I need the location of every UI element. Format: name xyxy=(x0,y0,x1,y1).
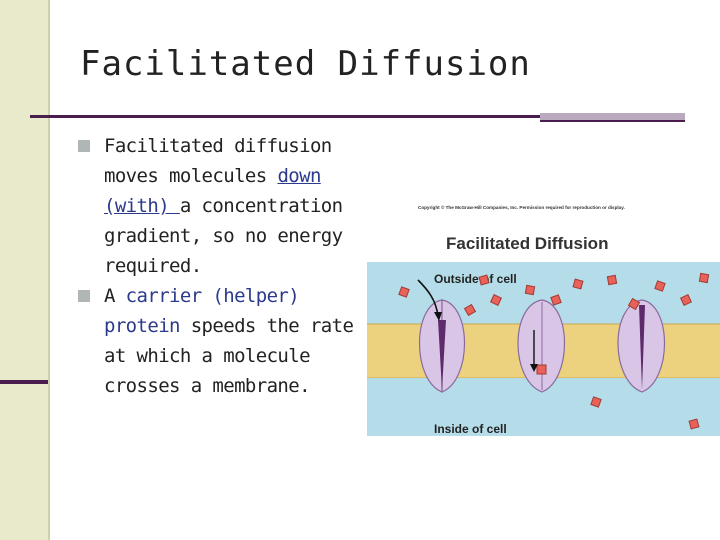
bullet-item-1: Facilitated diffusion moves molecules do… xyxy=(78,131,368,281)
bullet-2-blue-word: protein xyxy=(104,315,180,337)
outside-molecules xyxy=(398,272,710,317)
title-rule-accent xyxy=(540,113,685,120)
slide-body: Facilitated diffusion moves molecules do… xyxy=(78,131,368,401)
sidebar-accent-bar xyxy=(0,380,48,384)
carrier-protein-3 xyxy=(617,299,666,393)
bullet-item-2: A carrier (helper) protein speeds the ra… xyxy=(78,281,368,401)
inside-label: Inside of cell xyxy=(434,422,507,436)
title-rule xyxy=(30,115,540,118)
bullet-1-link[interactable]: down (with) xyxy=(104,165,321,217)
carrier-protein-2 xyxy=(517,299,566,393)
inside-molecules xyxy=(590,396,700,430)
sidebar-divider xyxy=(48,0,50,540)
diffusion-diagram: Copyright © The McGraw-Hill Companies, I… xyxy=(367,204,720,436)
bullet-1-lead: Facilitated diffusion xyxy=(104,135,332,157)
carrier-protein-1 xyxy=(418,299,466,393)
bullet-square-icon xyxy=(78,140,90,152)
figure-title: Facilitated Diffusion xyxy=(446,234,608,253)
bullet-square-icon xyxy=(78,290,90,302)
bullet-1-text-a: moves molecules xyxy=(104,165,278,187)
title-rule-accent-line xyxy=(540,120,685,122)
bullet-1-text-b: a concentration gradient, so no energy r… xyxy=(104,195,343,277)
bullet-2-text-a: carrier (helper) xyxy=(114,285,300,307)
slide-sidebar xyxy=(0,0,48,540)
bullet-2-lead: A xyxy=(104,285,115,307)
slide-title: Facilitated Diffusion xyxy=(80,44,531,84)
figure-copyright: Copyright © The McGraw-Hill Companies, I… xyxy=(418,204,625,210)
diffusion-figure: Copyright © The McGraw-Hill Companies, I… xyxy=(360,200,720,475)
outside-label: Outside of cell xyxy=(434,272,517,286)
molecule-in-transit xyxy=(536,364,547,375)
bullet-2-text-b: speeds the rate at which a molecule cros… xyxy=(104,315,354,397)
